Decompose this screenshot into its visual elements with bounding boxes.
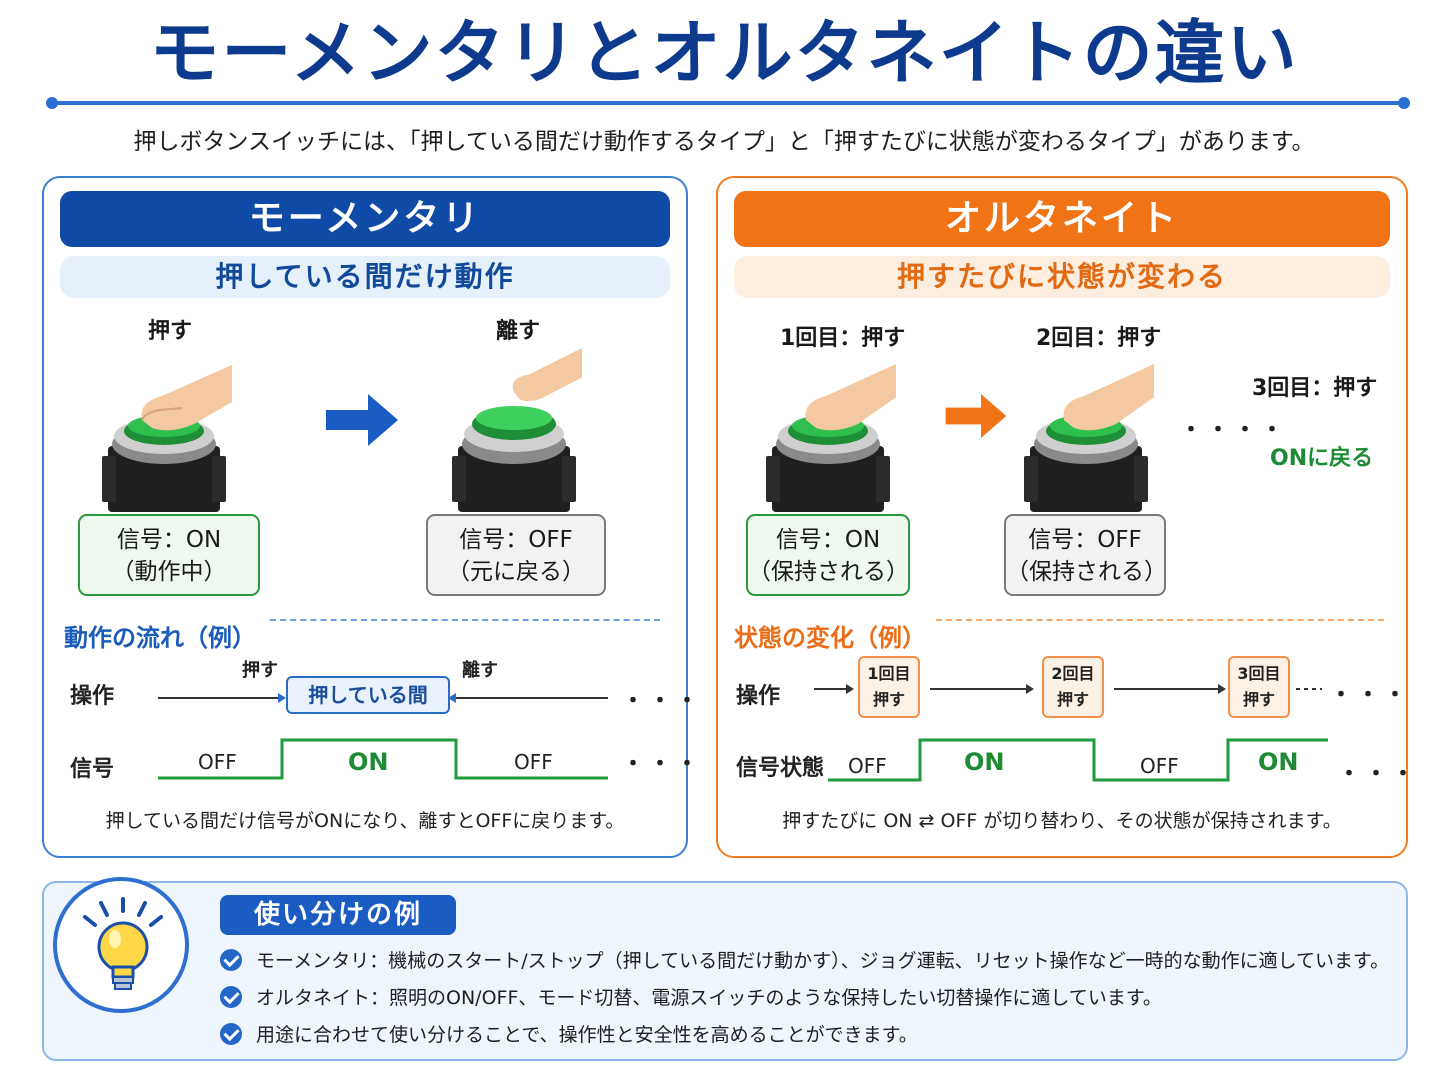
second-press-label: 2回目：押す	[1036, 326, 1162, 351]
continuation-dots: ・・・・	[1180, 418, 1289, 443]
alt-signal-off-box: 信号：OFF （保持される）	[1004, 514, 1167, 596]
back-on-label: ONに戻る	[1270, 446, 1374, 471]
alternate-subheader: 押すたびに状態が変わる	[734, 256, 1390, 298]
example-item: モーメンタリ：機械のスタート/ストップ（押している間だけ動かす）、ジョグ運転、リ…	[220, 946, 1389, 973]
step-3-action: 押す	[1242, 690, 1275, 709]
signal-on-text: 信号：ON	[116, 527, 222, 553]
example-text: モーメンタリ：機械のスタート/ストップ（押している間だけ動かす）、ジョグ運転、リ…	[256, 950, 1390, 972]
alt-signal-on-2: ON	[1258, 748, 1299, 776]
example-item: オルタネイト：照明のON/OFF、モード切替、電源スイッチのような保持したい切替…	[220, 983, 1162, 1010]
check-icon	[220, 948, 242, 971]
first-press-button-illustration	[766, 328, 912, 518]
third-press-label: 3回目：押す	[1252, 376, 1378, 401]
signal-off-text: 信号：OFF	[459, 527, 573, 553]
signal-off-after: OFF	[514, 750, 553, 774]
alt-signal-off-1: OFF	[848, 754, 887, 778]
example-text: オルタネイト：照明のON/OFF、モード切替、電源スイッチのような保持したい切替…	[256, 987, 1162, 1009]
second-press-button-illustration	[1024, 328, 1170, 518]
alternate-timeline	[814, 684, 1328, 782]
alt-row-label-operation: 操作	[736, 684, 781, 709]
alt-operation-dots: ・・・	[1330, 683, 1412, 708]
step-3-box: 3回目 押す	[1228, 656, 1290, 718]
divider-dot-right	[1398, 97, 1410, 109]
alt-signal-on-1: ON	[964, 748, 1005, 776]
operation-continuation-dots: ・・・	[622, 689, 704, 714]
signal-on-box: 信号：ON （動作中）	[78, 514, 260, 596]
step-1-count: 1回目	[867, 664, 911, 683]
signal-off-box: 信号：OFF （元に戻る）	[426, 514, 606, 596]
alt-signal-on-note: （保持される）	[748, 559, 909, 585]
alt-flow-divider	[936, 619, 1384, 621]
alt-signal-dots: ・・・	[1338, 762, 1420, 787]
timeline-release-label: 離す	[462, 660, 498, 681]
step-2-box: 2回目 押す	[1042, 656, 1104, 718]
first-press-label: 1回目：押す	[780, 326, 906, 351]
alt-row-label-signal: 信号状態	[736, 756, 825, 781]
momentary-timeline	[158, 693, 608, 780]
page-title: モーメンタリとオルタネイトの違い	[149, 12, 1299, 94]
example-item: 用途に合わせて使い分けることで、操作性と安全性を高めることができます。	[220, 1020, 918, 1047]
momentary-header: モーメンタリ	[60, 191, 670, 247]
transition-arrow	[324, 392, 400, 448]
step-3-count: 3回目	[1237, 664, 1281, 683]
row-label-operation: 操作	[70, 684, 115, 709]
alt-signal-off-note: （保持される）	[1006, 559, 1167, 585]
alt-signal-on-box: 信号：ON （保持される）	[746, 514, 910, 596]
title-divider	[46, 97, 1410, 109]
press-label: 押す	[148, 319, 193, 344]
hold-duration-box: 押している間	[286, 676, 450, 714]
signal-on-note: （動作中）	[111, 559, 227, 585]
transition-arrow-orange	[944, 392, 1020, 448]
timeline-press-label: 押す	[242, 660, 278, 681]
step-2-count: 2回目	[1051, 664, 1095, 683]
examples-title: 使い分けの例	[220, 895, 456, 935]
momentary-caption: 押している間だけ信号がONになり、離すとOFFに戻ります。	[105, 810, 625, 832]
row-label-signal: 信号	[70, 757, 115, 782]
step-1-box: 1回目 押す	[858, 656, 920, 718]
signal-on-during: ON	[348, 748, 389, 776]
momentary-subheader: 押している間だけ動作	[60, 256, 670, 298]
alternate-caption: 押すたびに ON ⇄ OFF が切り替わり、その状態が保持されます。	[782, 810, 1342, 832]
divider-dot-left	[46, 97, 58, 109]
lightbulb-icon	[53, 877, 189, 1013]
check-icon	[220, 1022, 242, 1045]
alternate-header: オルタネイト	[734, 191, 1390, 247]
intro-text: 押しボタンスイッチには、「押している間だけ動作するタイプ」と「押すたびに状態が変…	[133, 129, 1315, 155]
alt-flow-title: 状態の変化（例）	[734, 624, 926, 652]
momentary-panel: モーメンタリ 押している間だけ動作 押す 離す	[42, 176, 698, 858]
example-text: 用途に合わせて使い分けることで、操作性と安全性を高めることができます。	[256, 1024, 918, 1046]
check-icon	[220, 985, 242, 1008]
alt-signal-on-text: 信号：ON	[775, 527, 881, 553]
signal-continuation-dots: ・・・	[622, 752, 704, 777]
flow-title: 動作の流れ（例）	[64, 624, 256, 652]
step-2-action: 押す	[1056, 690, 1089, 709]
alternate-panel: オルタネイト 押すたびに状態が変わる 1回目：押す 2回目：押す 3回目：押す …	[716, 176, 1414, 858]
release-label: 離す	[496, 319, 541, 344]
flow-divider	[270, 619, 660, 621]
released-button-illustration	[452, 328, 616, 518]
step-1-action: 押す	[872, 690, 905, 709]
signal-off-before: OFF	[198, 750, 237, 774]
alt-signal-off-text: 信号：OFF	[1028, 527, 1142, 553]
alt-signal-off-2: OFF	[1140, 754, 1179, 778]
signal-off-note: （元に戻る）	[447, 559, 585, 585]
